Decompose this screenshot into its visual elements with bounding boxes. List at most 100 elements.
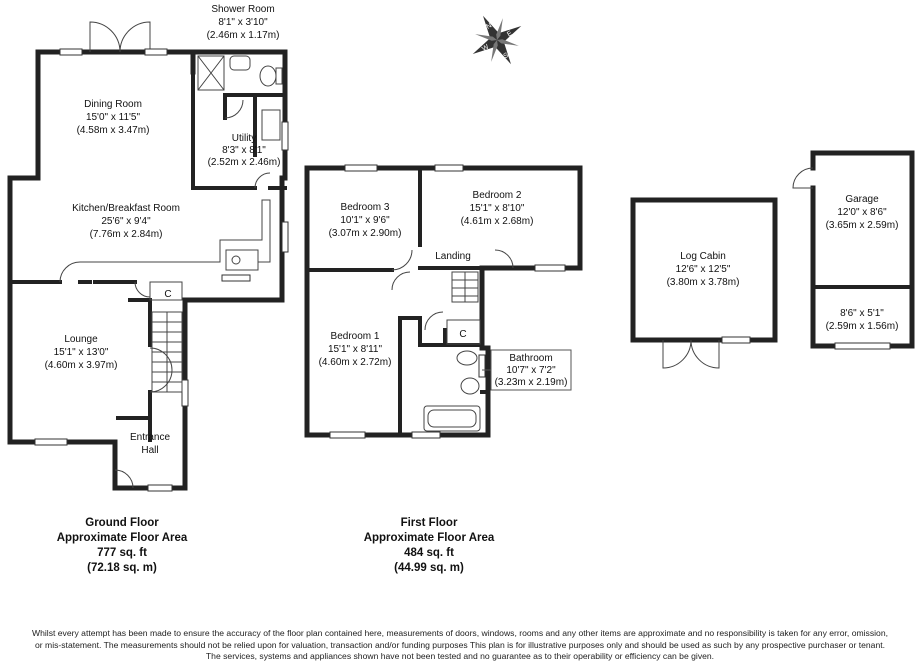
ground-floor-interior-walls — [8, 70, 287, 472]
kitchen-imperial: 25'6" x 9'4" — [101, 216, 151, 227]
garage-imperial: 12'0" x 8'6" — [837, 207, 887, 218]
landing-name: Landing — [435, 251, 471, 262]
dining-room-metric: (4.58m x 3.47m) — [77, 125, 150, 136]
garage-store-metric: (2.59m x 1.56m) — [826, 321, 899, 332]
window — [34, 438, 68, 446]
first-floor-interior-walls — [305, 166, 490, 437]
shower-door-swing — [224, 99, 244, 119]
ground-cupboard-label: C — [164, 289, 171, 300]
first-floor-title: First Floor — [401, 517, 458, 529]
shower-tray-lines — [197, 55, 225, 91]
first-floor-area-label: Approximate Floor Area — [364, 532, 495, 544]
bathroom-name: Bathroom — [509, 353, 552, 364]
window — [281, 221, 289, 253]
kitchen-sink — [225, 249, 259, 271]
compass-e: E — [506, 30, 514, 39]
utility-metric: (2.52m x 2.46m) — [208, 157, 281, 168]
compass-icon: N S W E — [472, 15, 522, 65]
ground-floor-summary: Ground Floor Approximate Floor Area 777 … — [57, 517, 188, 574]
lounge-imperial: 15'1" x 13'0" — [54, 347, 109, 358]
ground-floor-outer-walls — [7, 49, 288, 491]
dining-room-name: Dining Room — [84, 99, 142, 110]
ground-floor-area-sqm: (72.18 sq. m) — [87, 562, 157, 574]
shower-basin — [229, 55, 251, 71]
hall-door-swing — [149, 347, 173, 393]
shower-room-name: Shower Room — [211, 4, 274, 15]
landing-door-swing — [424, 311, 444, 331]
log-cabin-plan — [630, 197, 778, 369]
ground-floor-area-label: Approximate Floor Area — [57, 532, 188, 544]
window — [144, 48, 168, 56]
bedroom2-metric: (4.61m x 2.68m) — [461, 216, 534, 227]
window — [181, 379, 189, 407]
first-floor-stairs — [451, 271, 479, 303]
ground-cupboard — [149, 281, 183, 301]
bedroom3-imperial: 10'1" x 9'6" — [340, 215, 390, 226]
kitchen-counter — [80, 199, 271, 263]
bathroom-label-box — [490, 349, 572, 391]
log-cabin-metric: (3.80m x 3.78m) — [667, 277, 740, 288]
garage-name: Garage — [845, 194, 879, 205]
compass-w: W — [481, 43, 491, 53]
garage-side-door — [792, 167, 814, 189]
utility-imperial: 8'3" x 8'1" — [222, 145, 266, 156]
first-floor-area-sqm: (44.99 sq. m) — [394, 562, 464, 574]
log-cabin-walls — [630, 197, 778, 343]
lounge-door-swing — [59, 261, 81, 283]
bathtub-inner — [427, 409, 477, 428]
bathroom-metric: (3.23m x 2.19m) — [495, 377, 568, 388]
garage-walls — [810, 150, 915, 349]
garage-store-imperial: 8'6" x 5'1" — [840, 308, 884, 319]
disclaimer-line-2: or mis-statement. The measurements shoul… — [35, 639, 885, 650]
bedroom2-name: Bedroom 2 — [473, 190, 522, 201]
ground-floor-area-sqft: 777 sq. ft — [97, 547, 147, 559]
bathroom-basin — [456, 350, 478, 366]
bedroom1-metric: (4.60m x 2.72m) — [319, 357, 392, 368]
entrance-hall-name-2: Hall — [141, 445, 158, 456]
shower-toilet — [259, 65, 277, 87]
window — [59, 48, 83, 56]
window — [434, 164, 464, 172]
kitchen-metric: (7.76m x 2.84m) — [90, 229, 163, 240]
utility-door-swing — [254, 172, 271, 189]
window — [411, 431, 441, 439]
dining-french-doors — [89, 21, 151, 53]
garage-metric: (3.65m x 2.59m) — [826, 220, 899, 231]
window — [329, 431, 366, 439]
ground-floor-plan: C — [7, 21, 289, 492]
garage-plan — [792, 150, 915, 350]
disclaimer: Whilst every attempt has been made to en… — [8, 628, 912, 663]
bedroom2-imperial: 15'1" x 8'10" — [470, 203, 525, 214]
garage-door-opening — [834, 342, 891, 350]
entrance-hall-name-1: Entrance — [130, 432, 170, 443]
bathtub — [423, 405, 481, 432]
cupboard-door-swing — [134, 281, 151, 298]
first-floor-plan: C — [304, 164, 583, 439]
disclaimer-line-1: Whilst every attempt has been made to en… — [32, 628, 888, 638]
bedroom3-name: Bedroom 3 — [341, 202, 390, 213]
first-cupboard-label: C — [459, 329, 466, 340]
shower-room-metric: (2.46m x 1.17m) — [207, 30, 280, 41]
disclaimer-line-3: The services, systems and appliances sho… — [205, 651, 715, 661]
window — [221, 274, 251, 282]
utility-name: Utility — [232, 133, 256, 144]
log-cabin-imperial: 12'6" x 12'5" — [676, 264, 731, 275]
bedroom3-door-swing — [391, 249, 413, 271]
bedroom1-imperial: 15'1" x 8'11" — [328, 344, 383, 355]
compass-n: N — [485, 22, 493, 31]
bedroom1-door-swing — [391, 271, 411, 291]
first-floor-outer-walls — [304, 165, 583, 438]
bathroom-toilet — [460, 377, 480, 395]
bedroom2-door-swing — [494, 249, 514, 269]
window — [344, 164, 378, 172]
ground-floor-stairs — [151, 311, 183, 393]
front-door-swing — [114, 469, 134, 489]
kitchen-name: Kitchen/Breakfast Room — [72, 203, 180, 214]
ground-floor-title: Ground Floor — [85, 517, 159, 529]
toilet-cistern — [275, 67, 283, 85]
bedroom3-metric: (3.07m x 2.90m) — [329, 228, 402, 239]
first-floor-area-sqft: 484 sq. ft — [404, 547, 454, 559]
window — [478, 354, 486, 378]
compass-s: S — [502, 52, 510, 61]
